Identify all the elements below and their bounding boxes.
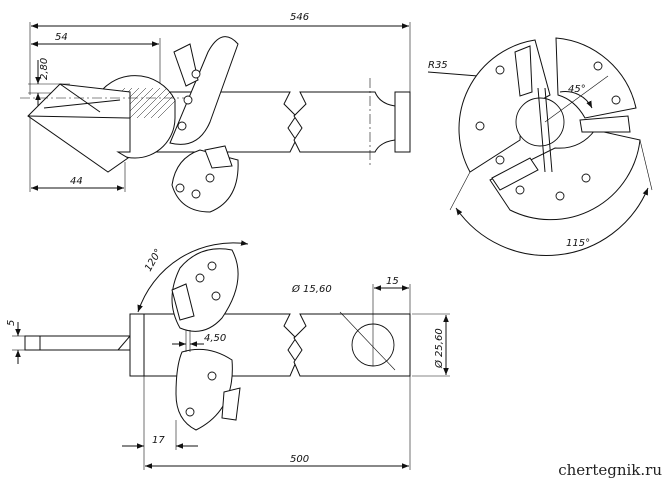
hub-circle	[515, 97, 565, 147]
rod	[24, 335, 131, 351]
cone-length-label: 54	[55, 32, 68, 43]
end-view: R35 45° 115°	[427, 37, 653, 257]
rod-thickness-label: 5	[6, 320, 17, 326]
watermark: chertegnik.ru	[558, 461, 662, 479]
hole-diameter-label: Ø 15,60	[291, 283, 332, 295]
cone-gap-label: 2,80	[39, 58, 50, 80]
slot-width-label: 4,50	[204, 333, 226, 344]
cut-angle-label: 45°	[568, 84, 586, 95]
shaft-length-label: 500	[290, 454, 309, 465]
sector-angle-label: 115°	[566, 238, 590, 249]
blade-angle-label: 120°	[143, 247, 165, 273]
holder-block	[129, 313, 145, 377]
blade-offset-label: 17	[152, 435, 165, 446]
hole-offset-label: 15	[386, 276, 399, 287]
tip-length-label: 44	[70, 176, 83, 187]
radius-label: R35	[428, 60, 448, 71]
sector-angle-arc	[455, 187, 649, 257]
upper-blade	[169, 36, 239, 145]
blade-angle-arc	[137, 240, 249, 313]
drill-tip	[27, 83, 131, 173]
overall-length-label: 546	[290, 12, 309, 23]
shaft-diameter-label: Ø 25,60	[433, 328, 445, 369]
sector-right	[555, 37, 637, 119]
front-view: 5 Ø 15,60 15 Ø 25,60 120°	[6, 240, 450, 470]
top-view: 546 54 2,80	[20, 12, 411, 213]
